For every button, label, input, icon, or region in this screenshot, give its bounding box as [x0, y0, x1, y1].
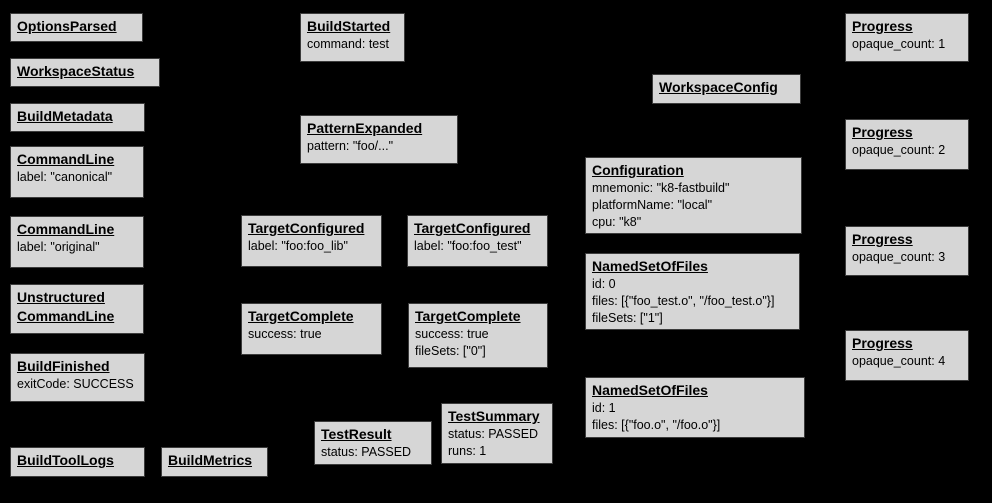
- node-attr: id: 0: [592, 277, 616, 291]
- node-progress-1: Progress opaque_count: 1: [845, 13, 969, 62]
- node-title: BuildStarted: [307, 18, 391, 34]
- node-title: Progress: [852, 124, 913, 140]
- node-target-complete-lib: TargetComplete success: true: [241, 303, 382, 355]
- node-attr: id: 1: [592, 401, 616, 415]
- node-options-parsed: OptionsParsed: [10, 13, 143, 42]
- node-attr: label: "foo:foo_test": [414, 239, 522, 253]
- node-target-configured-foo-test: TargetConfigured label: "foo:foo_test": [407, 215, 548, 267]
- node-title: TestSummary: [448, 408, 540, 424]
- node-title: Progress: [852, 231, 913, 247]
- node-attr: opaque_count: 2: [852, 143, 946, 157]
- node-title: NamedSetOfFiles: [592, 382, 708, 398]
- node-attr: status: PASSED: [321, 445, 412, 459]
- node-attr: files: [{"foo.o", "/foo.o"}]: [592, 418, 721, 432]
- node-workspace-status: WorkspaceStatus: [10, 58, 160, 87]
- node-attr: label: "foo:foo_lib": [248, 239, 348, 253]
- node-attr: opaque_count: 1: [852, 37, 946, 51]
- node-title: Progress: [852, 18, 913, 34]
- node-title: Configuration: [592, 162, 684, 178]
- node-attr: mnemonic: "k8-fastbuild": [592, 181, 730, 195]
- node-title: TestResult: [321, 426, 392, 442]
- node-title: TargetComplete: [248, 308, 354, 324]
- node-build-metrics: BuildMetrics: [161, 447, 268, 477]
- node-title: TargetComplete: [415, 308, 521, 324]
- node-title: PatternExpanded: [307, 120, 423, 136]
- node-title: OptionsParsed: [17, 18, 117, 34]
- node-target-configured-foo-lib: TargetConfigured label: "foo:foo_lib": [241, 215, 382, 267]
- node-attr: fileSets: ["0"]: [415, 344, 486, 358]
- node-build-finished: BuildFinished exitCode: SUCCESS: [10, 353, 145, 402]
- node-unstructured-command-line: Unstructured CommandLine: [10, 284, 144, 334]
- node-title: BuildMetadata: [17, 108, 113, 124]
- node-progress-2: Progress opaque_count: 2: [845, 119, 969, 170]
- node-title: BuildMetrics: [168, 452, 253, 468]
- node-build-tool-logs: BuildToolLogs: [10, 447, 145, 477]
- node-configuration: Configuration mnemonic: "k8-fastbuild" p…: [585, 157, 802, 234]
- node-title: WorkspaceStatus: [17, 63, 135, 79]
- node-attr: opaque_count: 3: [852, 250, 946, 264]
- node-title: BuildFinished: [17, 358, 110, 374]
- node-title: CommandLine: [17, 221, 115, 237]
- node-progress-4: Progress opaque_count: 4: [845, 330, 969, 381]
- node-pattern-expanded: PatternExpanded pattern: "foo/...": [300, 115, 458, 164]
- node-title: NamedSetOfFiles: [592, 258, 708, 274]
- node-test-summary: TestSummary status: PASSED runs: 1: [441, 403, 553, 464]
- node-attr: success: true: [415, 327, 489, 341]
- node-title: Unstructured: [17, 289, 105, 305]
- node-attr: pattern: "foo/...": [307, 139, 394, 153]
- node-build-started: BuildStarted command: test: [300, 13, 405, 62]
- node-attr: platformName: "local": [592, 198, 713, 212]
- node-title: TargetConfigured: [414, 220, 531, 236]
- node-attr: fileSets: ["1"]: [592, 311, 663, 325]
- node-build-metadata: BuildMetadata: [10, 103, 145, 132]
- node-attr: label: "original": [17, 240, 100, 254]
- node-attr: opaque_count: 4: [852, 354, 946, 368]
- node-attr: runs: 1: [448, 444, 487, 458]
- node-named-set-of-files-0: NamedSetOfFiles id: 0 files: [{"foo_test…: [585, 253, 800, 330]
- node-progress-3: Progress opaque_count: 3: [845, 226, 969, 276]
- node-title: WorkspaceConfig: [659, 79, 778, 95]
- node-attr: label: "canonical": [17, 170, 113, 184]
- node-title: CommandLine: [17, 151, 115, 167]
- node-title: Progress: [852, 335, 913, 351]
- node-target-complete-test: TargetComplete success: true fileSets: […: [408, 303, 548, 368]
- node-command-line-canonical: CommandLine label: "canonical": [10, 146, 144, 198]
- node-attr: status: PASSED: [448, 427, 539, 441]
- node-attr: command: test: [307, 37, 389, 51]
- node-title: TargetConfigured: [248, 220, 365, 236]
- node-attr: files: [{"foo_test.o", "/foo_test.o"}]: [592, 294, 775, 308]
- node-attr: success: true: [248, 327, 322, 341]
- node-attr: exitCode: SUCCESS: [17, 377, 134, 391]
- node-attr: cpu: "k8": [592, 215, 642, 229]
- node-title: BuildToolLogs: [17, 452, 114, 468]
- node-command-line-original: CommandLine label: "original": [10, 216, 144, 268]
- node-workspace-config: WorkspaceConfig: [652, 74, 801, 104]
- node-named-set-of-files-1: NamedSetOfFiles id: 1 files: [{"foo.o", …: [585, 377, 805, 438]
- node-title: CommandLine: [17, 308, 115, 324]
- node-test-result: TestResult status: PASSED: [314, 421, 432, 465]
